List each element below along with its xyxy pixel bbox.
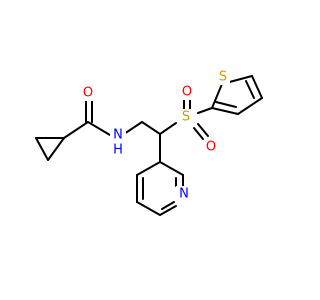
amide-hydrogen-label: H — [113, 143, 123, 158]
bond-methine-sulfur — [159, 122, 177, 135]
bond-carbonyl-nitrogen — [87, 121, 111, 136]
structure-diagram-canvas: O N H S O O S N — [35, 69, 263, 216]
ethyl-chain — [123, 121, 177, 135]
bond-thiophene-c2-s1 — [211, 83, 223, 109]
atom-labels: O N H S O O S N — [81, 69, 230, 202]
bond-methylene-methine — [141, 121, 161, 135]
bond-thiophene-c5-c4 — [251, 75, 263, 99]
bond-cyclopropyl-2 — [35, 137, 49, 161]
bond-pyridine-c5-c6 — [136, 201, 161, 216]
bond-sulfonyl-oxygen-bottom-a — [193, 127, 204, 140]
bond-pyridine-c6-n1-inner — [161, 201, 175, 210]
bond-cyclopropyl-3 — [47, 137, 65, 161]
sulfonyl-oxygen-top-label: O — [182, 85, 192, 100]
bond-thiophene-c5-c4-inner — [245, 80, 255, 99]
bond-sulfonyl-oxygen-bottom-b — [197, 123, 209, 137]
bond-pyridine-c6-n1 — [159, 205, 177, 216]
sulfonyl-sulfur-label: S — [182, 110, 190, 125]
amide-nitrogen-label: N — [113, 128, 123, 143]
bond-thiophene-c3-c2 — [211, 107, 239, 115]
pyridine-ring — [136, 133, 184, 216]
bond-pyridine-c3-c4 — [136, 161, 161, 176]
bond-pyridine-c2-c3 — [159, 161, 184, 176]
thiophene-ring — [211, 75, 263, 115]
bond-sulfur-thiophene — [197, 107, 213, 114]
bond-thiophene-c4-c3 — [237, 97, 263, 115]
pyridine-nitrogen-label: N — [179, 187, 189, 202]
bond-cyclopropyl-carbonyl — [63, 121, 89, 139]
thiophene-sulfur-label: S — [219, 70, 227, 85]
amide-group — [63, 99, 111, 139]
bond-thiophene-c3-c2-inner — [215, 101, 237, 108]
sulfonyl-group — [183, 97, 213, 140]
sulfonyl-oxygen-bottom-label: O — [206, 140, 216, 155]
bond-nitrogen-methylene — [123, 121, 143, 135]
cyclopropane-ring — [35, 137, 65, 161]
carbonyl-oxygen-label: O — [83, 86, 93, 101]
molecule-structure: O N H S O O S N — [35, 69, 263, 216]
